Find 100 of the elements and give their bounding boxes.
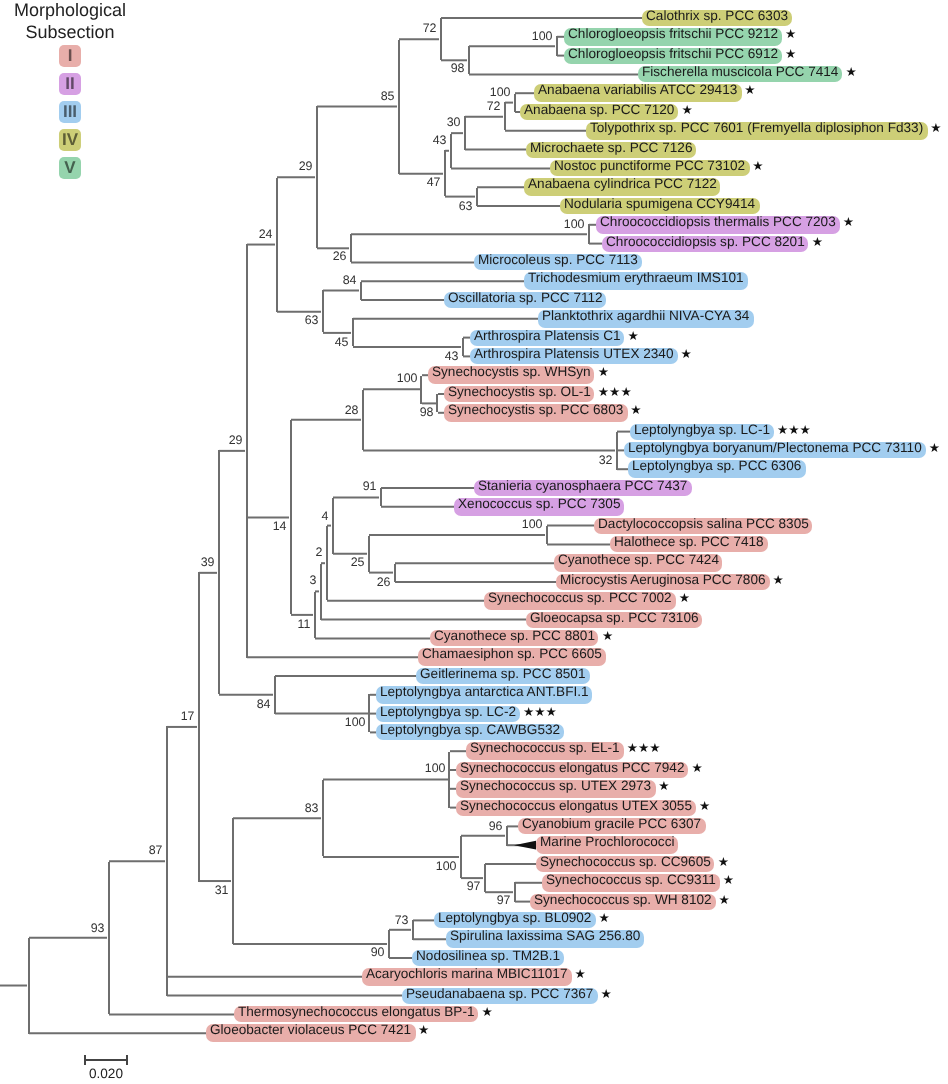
tree-branch — [546, 543, 611, 546]
tree-branch — [460, 877, 484, 880]
tree-branch — [421, 374, 429, 377]
tree-branch — [290, 418, 362, 421]
tree-branch — [246, 656, 419, 659]
tree-branch — [369, 731, 377, 734]
tree-branch — [326, 599, 485, 602]
tree-branch — [218, 693, 274, 696]
tree-branch — [198, 571, 218, 574]
tree-branch — [322, 331, 352, 334]
tree-branch — [394, 562, 555, 565]
tree-branch — [444, 149, 450, 152]
tree-branch — [514, 92, 535, 95]
tree-branch — [468, 73, 639, 76]
tree-branch — [380, 505, 455, 508]
tree-branch — [350, 233, 588, 236]
tree-branch — [322, 289, 360, 292]
tree-branch — [556, 54, 565, 57]
tree-branch — [316, 105, 398, 108]
tree-branch — [437, 393, 445, 395]
tree-branch — [464, 115, 504, 118]
tree-branch — [398, 38, 440, 41]
tree-branch — [588, 242, 603, 245]
tree-branch — [369, 712, 377, 715]
tree-branch — [232, 942, 388, 945]
tree-branch — [274, 675, 417, 677]
tree-branch — [484, 891, 514, 894]
tree-branch — [440, 59, 468, 62]
legend-key: II — [59, 73, 81, 95]
tree-branch — [462, 355, 471, 358]
tree-branch — [450, 132, 464, 135]
tree-branch — [322, 855, 460, 858]
tree-branch — [108, 1013, 235, 1016]
legend-key: III — [59, 101, 81, 123]
tree-branch — [412, 938, 447, 941]
tree-branch — [350, 261, 475, 264]
tree-branch — [362, 388, 421, 391]
tree-branch — [440, 17, 643, 19]
tree-branch — [464, 148, 527, 151]
tree-branch — [316, 247, 350, 250]
tree-branch — [368, 571, 394, 574]
tree-branch — [388, 928, 412, 931]
tree-branch — [437, 411, 445, 414]
tree-branch — [332, 496, 380, 499]
collapsed-clade-branch — [506, 840, 537, 850]
tree-branch — [444, 195, 476, 198]
tree-branch — [616, 430, 631, 433]
tree-branch — [0, 984, 28, 987]
tree-branch — [368, 534, 546, 536]
tree-branch — [166, 994, 403, 997]
tree-branch — [246, 243, 276, 246]
tree-branch — [546, 524, 595, 527]
tree-branch — [484, 863, 537, 865]
tree-branch — [362, 449, 616, 452]
tree-branch — [166, 975, 363, 978]
tree-branch — [449, 750, 467, 753]
tree-branch — [504, 129, 587, 132]
tree-branch — [360, 280, 525, 283]
tree-branch — [276, 310, 322, 313]
tree-branch — [449, 769, 457, 771]
tree-branch — [314, 590, 320, 593]
tree-branch — [514, 881, 543, 884]
tree-branch — [108, 860, 166, 863]
tree-branch — [380, 487, 475, 489]
legend-key: V — [59, 157, 81, 179]
tree-branch — [514, 900, 531, 903]
tree-branch — [476, 205, 561, 207]
tree-branch — [394, 581, 557, 583]
tree-branch — [398, 172, 444, 175]
tree-branch — [421, 402, 437, 405]
tree-branch — [322, 778, 449, 781]
tree-branch — [449, 806, 457, 809]
tree-branch — [320, 562, 326, 565]
tree-branch — [460, 834, 506, 837]
tree-branch — [326, 524, 332, 527]
tree-branch — [616, 468, 629, 471]
tree-branch — [352, 346, 462, 348]
tree-branch — [276, 176, 316, 179]
tree-branch — [218, 449, 246, 452]
tree-branch — [369, 693, 377, 696]
tree-branch — [320, 618, 527, 621]
legend-key: IV — [58, 129, 82, 151]
tree-branch — [246, 516, 290, 519]
tree-branch — [462, 336, 471, 339]
tree-branch — [450, 167, 551, 170]
tree-branch — [232, 817, 322, 820]
tree-branch — [314, 637, 431, 640]
tree-branch — [290, 613, 314, 616]
tree-branch — [506, 825, 519, 828]
tree-branch — [332, 552, 368, 555]
tree-branch — [468, 45, 556, 48]
tree-branch — [166, 725, 198, 728]
tree-branch — [28, 1032, 207, 1035]
legend-key: I — [59, 45, 81, 67]
tree-branch — [28, 936, 108, 939]
tree-branch — [449, 787, 457, 790]
tree-branch — [412, 919, 435, 922]
tree-branch — [476, 186, 525, 189]
tree-branch — [388, 957, 413, 959]
tree-branch — [198, 880, 232, 883]
